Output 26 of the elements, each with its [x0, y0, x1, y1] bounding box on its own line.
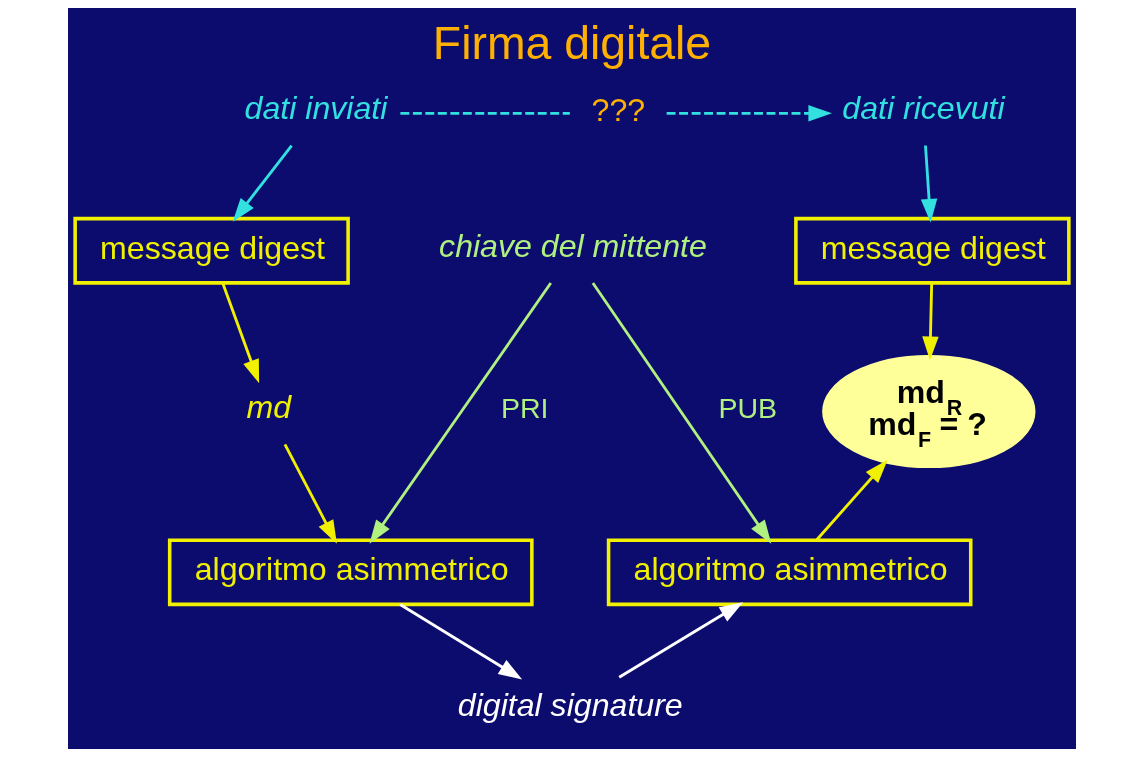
node-text: digital signature	[457, 686, 683, 723]
node-ellipse: md$_{R}$ md$_{F}$ = ?	[821, 354, 1035, 469]
connector	[399, 111, 570, 115]
arrow	[398, 603, 522, 680]
arrow	[617, 602, 743, 679]
node-text: md	[245, 388, 291, 425]
diagram-title: Firma digitale	[432, 17, 711, 70]
arrow	[921, 283, 939, 361]
node-text: chiave del mittente	[438, 227, 707, 264]
arrow	[283, 443, 337, 544]
node-box: message digest	[72, 216, 350, 285]
node-text: ???	[591, 92, 645, 129]
node-text: dati inviati	[244, 90, 387, 127]
edge-label: PRI	[500, 392, 548, 425]
arrow	[666, 105, 832, 122]
edge-label: PUB	[717, 392, 777, 425]
arrow	[591, 282, 771, 544]
arrow	[221, 283, 259, 384]
arrow	[368, 282, 552, 544]
node-box: algoritmo asimmetrico	[606, 538, 973, 607]
arrow	[232, 144, 293, 222]
arrow	[815, 459, 888, 541]
node-text: dati ricevuti	[841, 90, 1005, 127]
node-box: algoritmo asimmetrico	[167, 538, 534, 607]
node-box: message digest	[793, 216, 1071, 285]
arrow	[920, 145, 937, 223]
